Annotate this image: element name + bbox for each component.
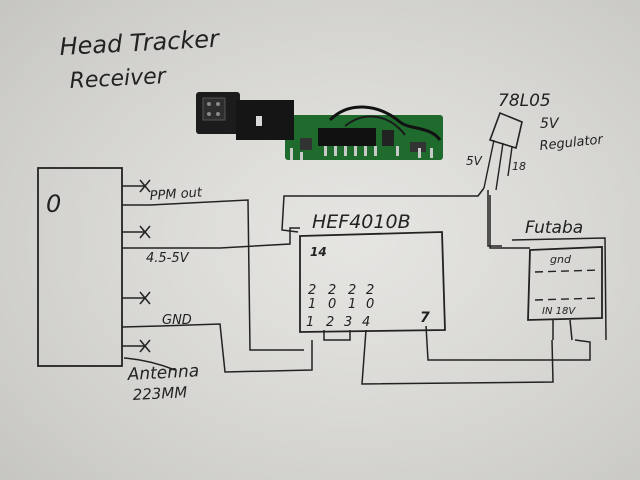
regulator-part-label: 78L05: [498, 91, 551, 111]
pcb-wire: [328, 105, 442, 141]
regulator-body: [488, 111, 523, 150]
connector-pin: [207, 102, 211, 106]
chip-pin-cell: 4: [362, 315, 370, 330]
futaba-lead: [569, 319, 573, 341]
futaba-outer-outline: [511, 237, 607, 341]
regulator-lead: [507, 146, 513, 177]
chip-hef4010b: [299, 231, 446, 333]
receiver-box: [37, 167, 123, 367]
title-line-2: Receiver: [69, 64, 168, 94]
regulator-pin-5v: 5V: [466, 154, 483, 168]
chip-pin-7: 7: [420, 310, 430, 326]
regulator-78l05: [483, 111, 523, 191]
futaba-outer-outline: [487, 190, 502, 247]
chip-wires: [281, 187, 591, 385]
chip-pin-cell: 2: [328, 283, 336, 298]
chip-pin-cell: 1: [306, 315, 314, 330]
supply-voltage-label: 4.5-5V: [146, 251, 190, 266]
chip-pin-cell: 2: [366, 283, 374, 298]
chip-pin-cell: 0: [366, 297, 374, 312]
futaba-dash-line: [534, 297, 601, 301]
pcb-component: [382, 130, 394, 146]
chip-pin-cell: 2: [348, 283, 356, 298]
futaba-label: Futaba: [525, 218, 583, 238]
chip-pins-grid: 2 2 2 2 1 0 1 0 1 2 3 4: [306, 283, 374, 330]
futaba-inner-outline: [527, 246, 603, 321]
chip-pin-cell: 1: [308, 297, 316, 312]
ppm-out-label: PPM out: [149, 185, 203, 204]
chip-pin-cell: 0: [328, 297, 336, 312]
antenna-label: Antenna: [126, 361, 199, 385]
chip-outline: [299, 231, 446, 333]
receiver-mark: 0: [46, 190, 61, 218]
futaba-box: [487, 190, 607, 341]
futaba-dash-line: [534, 269, 601, 273]
chip-pin-14: 14: [310, 245, 327, 259]
regulator-lead: [483, 139, 495, 189]
pcb-pins: [290, 146, 433, 160]
regulator-desc-label: Regulator: [539, 132, 605, 154]
pcb-assembly: [196, 92, 443, 160]
futaba-pins-label: IN 18V: [542, 306, 576, 317]
chip-pin-cell: 3: [344, 315, 352, 330]
chip-label: HEF4010B: [312, 211, 411, 233]
regulator-pin-18: 18: [512, 160, 526, 173]
connector-socket: [202, 97, 226, 121]
connector-pin: [216, 102, 220, 106]
pcb-component: [300, 138, 312, 150]
antenna-length-label: 223MM: [132, 383, 187, 404]
connector-pin: [207, 112, 211, 116]
chip-pin-cell: 1: [348, 297, 356, 312]
regulator-desc-5v: 5V: [540, 116, 560, 132]
regulator-lead: [495, 142, 504, 191]
futaba-gnd-label: gnd: [550, 253, 572, 266]
receiver-outline: [37, 167, 123, 367]
receiver-wires: [121, 179, 313, 373]
connector-housing: [236, 100, 294, 140]
chip-pin-cell: 2: [308, 283, 316, 298]
chip-pin-cell: 2: [326, 315, 334, 330]
pcb-component: [410, 142, 426, 152]
gnd-label: GND: [162, 313, 192, 328]
pcb-wire: [344, 115, 406, 136]
connector-pin: [216, 112, 220, 116]
connector-latch: [256, 116, 262, 126]
pcb-chip: [318, 128, 376, 146]
